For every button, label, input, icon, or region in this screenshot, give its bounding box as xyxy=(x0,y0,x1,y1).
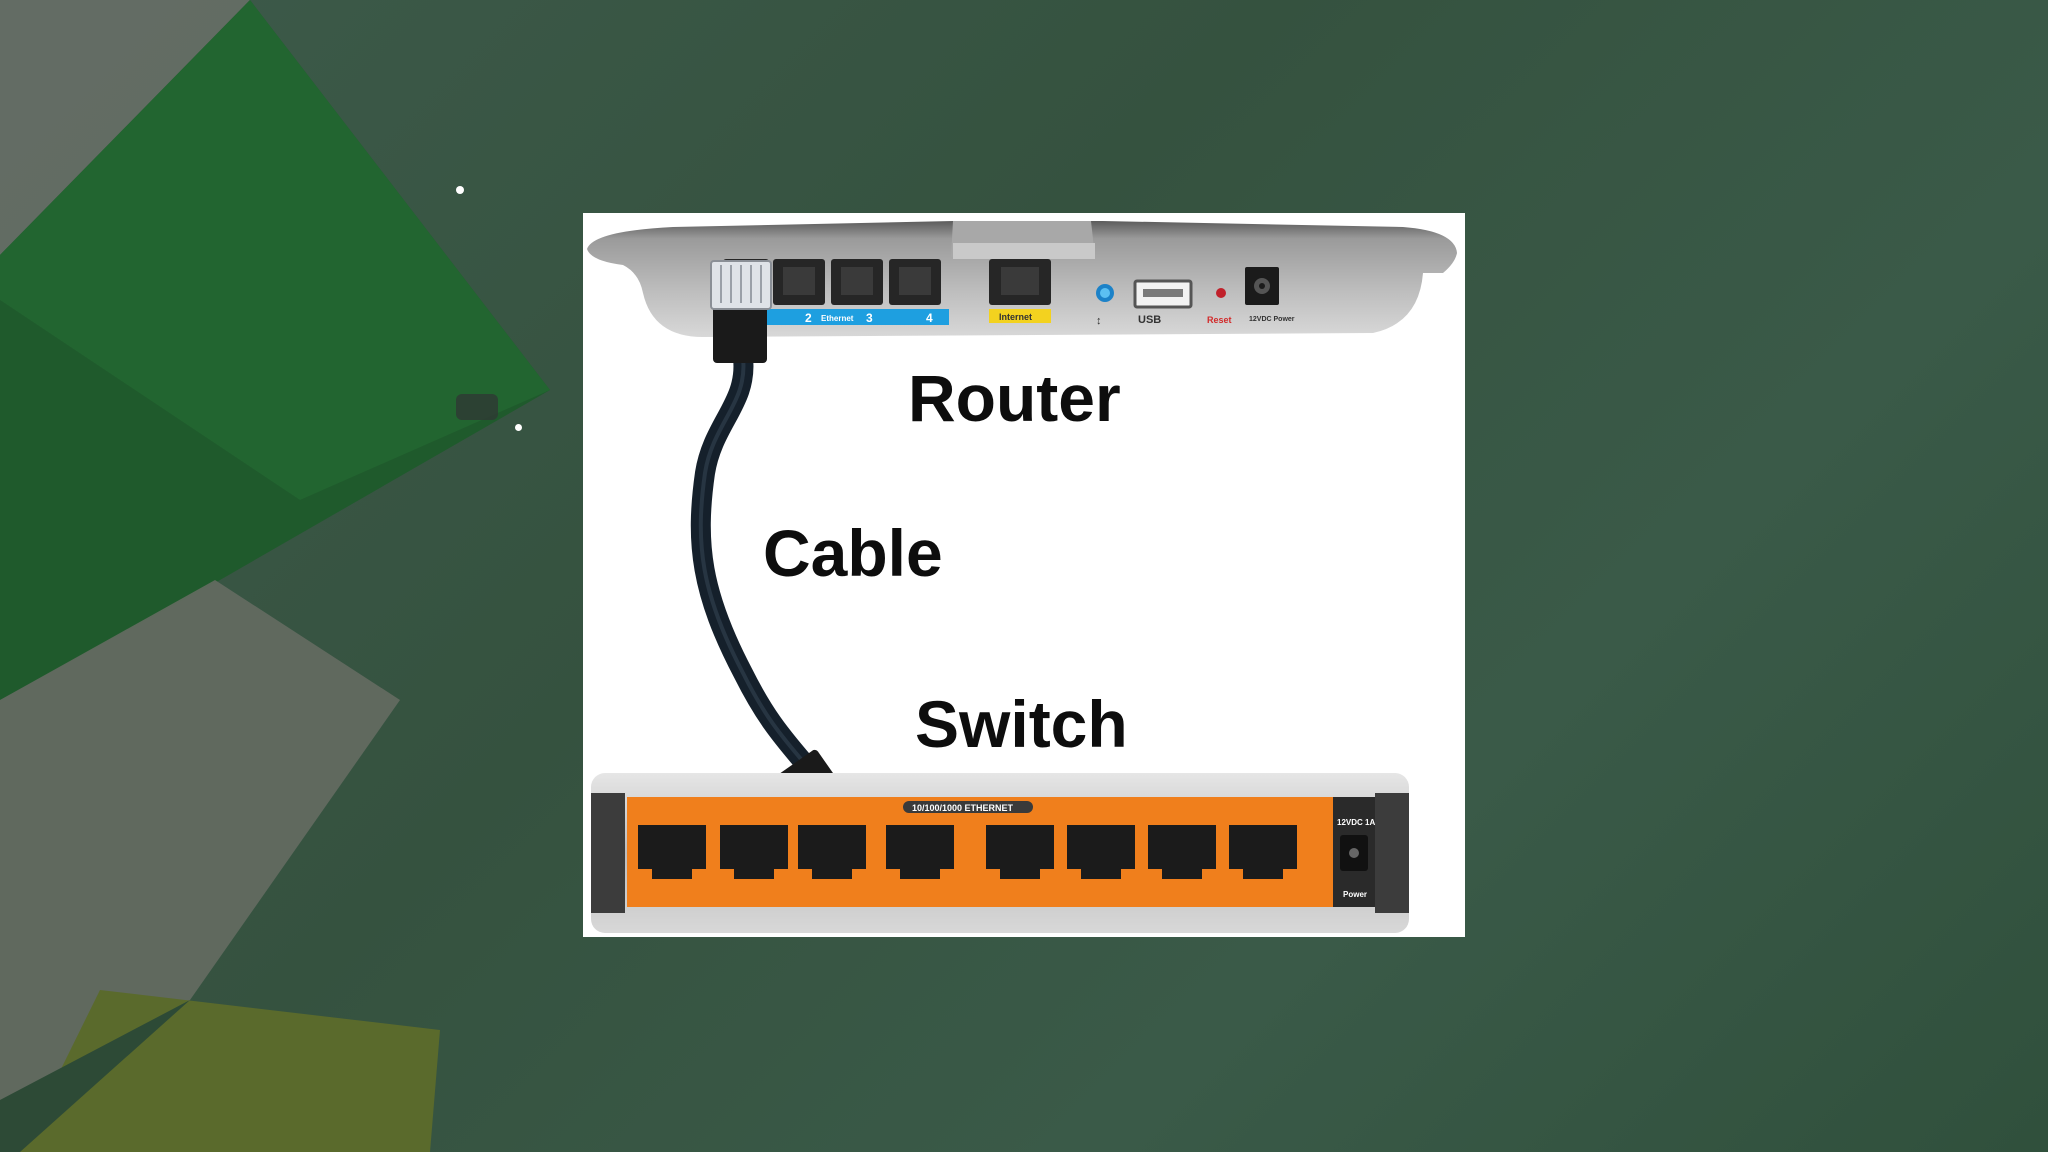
switch-device: 10/100/1000 ETHERNET 12VDC 1A Power xyxy=(591,773,1409,933)
switch-power-rating: 12VDC 1A xyxy=(1337,818,1375,827)
bg-green-shape-highlight xyxy=(0,0,550,500)
router-label: Router xyxy=(908,361,1121,435)
router-power-label: 12VDC Power xyxy=(1249,316,1295,323)
router-device: 2 Ethernet 3 4 Internet ↕ USB Reset 12VD xyxy=(587,221,1457,337)
router-ethernet-label: Ethernet xyxy=(821,314,854,323)
router-usb-label: USB xyxy=(1138,314,1161,326)
ethernet-cable xyxy=(690,260,882,872)
switch-power-label: Power xyxy=(1343,890,1367,899)
switch-label: Switch xyxy=(915,687,1128,761)
svg-text:↕: ↕ xyxy=(1096,315,1102,327)
router-port-2-label: 2 xyxy=(805,311,812,325)
decor-dot-mid xyxy=(515,424,522,431)
diagram-drawing: 2 Ethernet 3 4 Internet ↕ USB Reset 12VD xyxy=(587,221,1457,933)
bg-olive-shape xyxy=(20,990,440,1152)
bg-dark-shape xyxy=(0,1000,190,1152)
network-diagram-image: 2 Ethernet 3 4 Internet ↕ USB Reset 12VD xyxy=(583,213,1465,937)
router-port-4-label: 4 xyxy=(926,311,933,325)
cable-label: Cable xyxy=(763,516,943,590)
router-internet-label: Internet xyxy=(999,312,1032,322)
switch-ethernet-label: 10/100/1000 ETHERNET xyxy=(912,803,1014,813)
router-port-3-label: 3 xyxy=(866,311,873,325)
decor-dot-top xyxy=(456,186,464,194)
decor-dash xyxy=(456,394,498,420)
router-reset-label: Reset xyxy=(1207,315,1232,325)
